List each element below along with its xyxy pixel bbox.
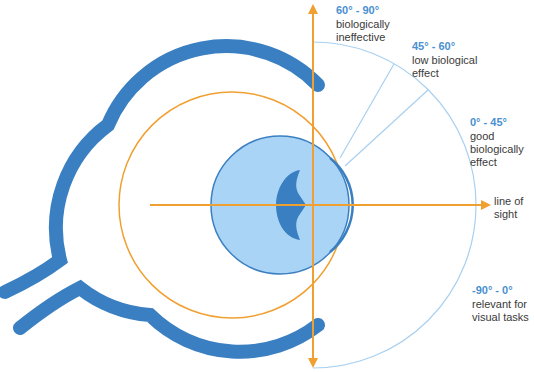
angle-range: 60° - 90° [336,4,426,17]
division-line [340,64,394,158]
angle-range: 45° - 60° [412,40,502,53]
vertical-axis [312,205,314,366]
effect-note: biologically ineffective [336,18,408,44]
effect-note: good biologically effect [470,130,530,169]
effect-note: low biological effect [412,54,484,80]
axis-label: line of sight [494,195,532,221]
line-of-sight-axis [150,204,489,206]
sclera [20,288,318,352]
angle-range: -90° - 0° [472,284,532,297]
effect-note: relevant for visual tasks [472,298,532,324]
division-line [345,90,428,166]
angle-range: 0° - 45° [470,116,530,129]
